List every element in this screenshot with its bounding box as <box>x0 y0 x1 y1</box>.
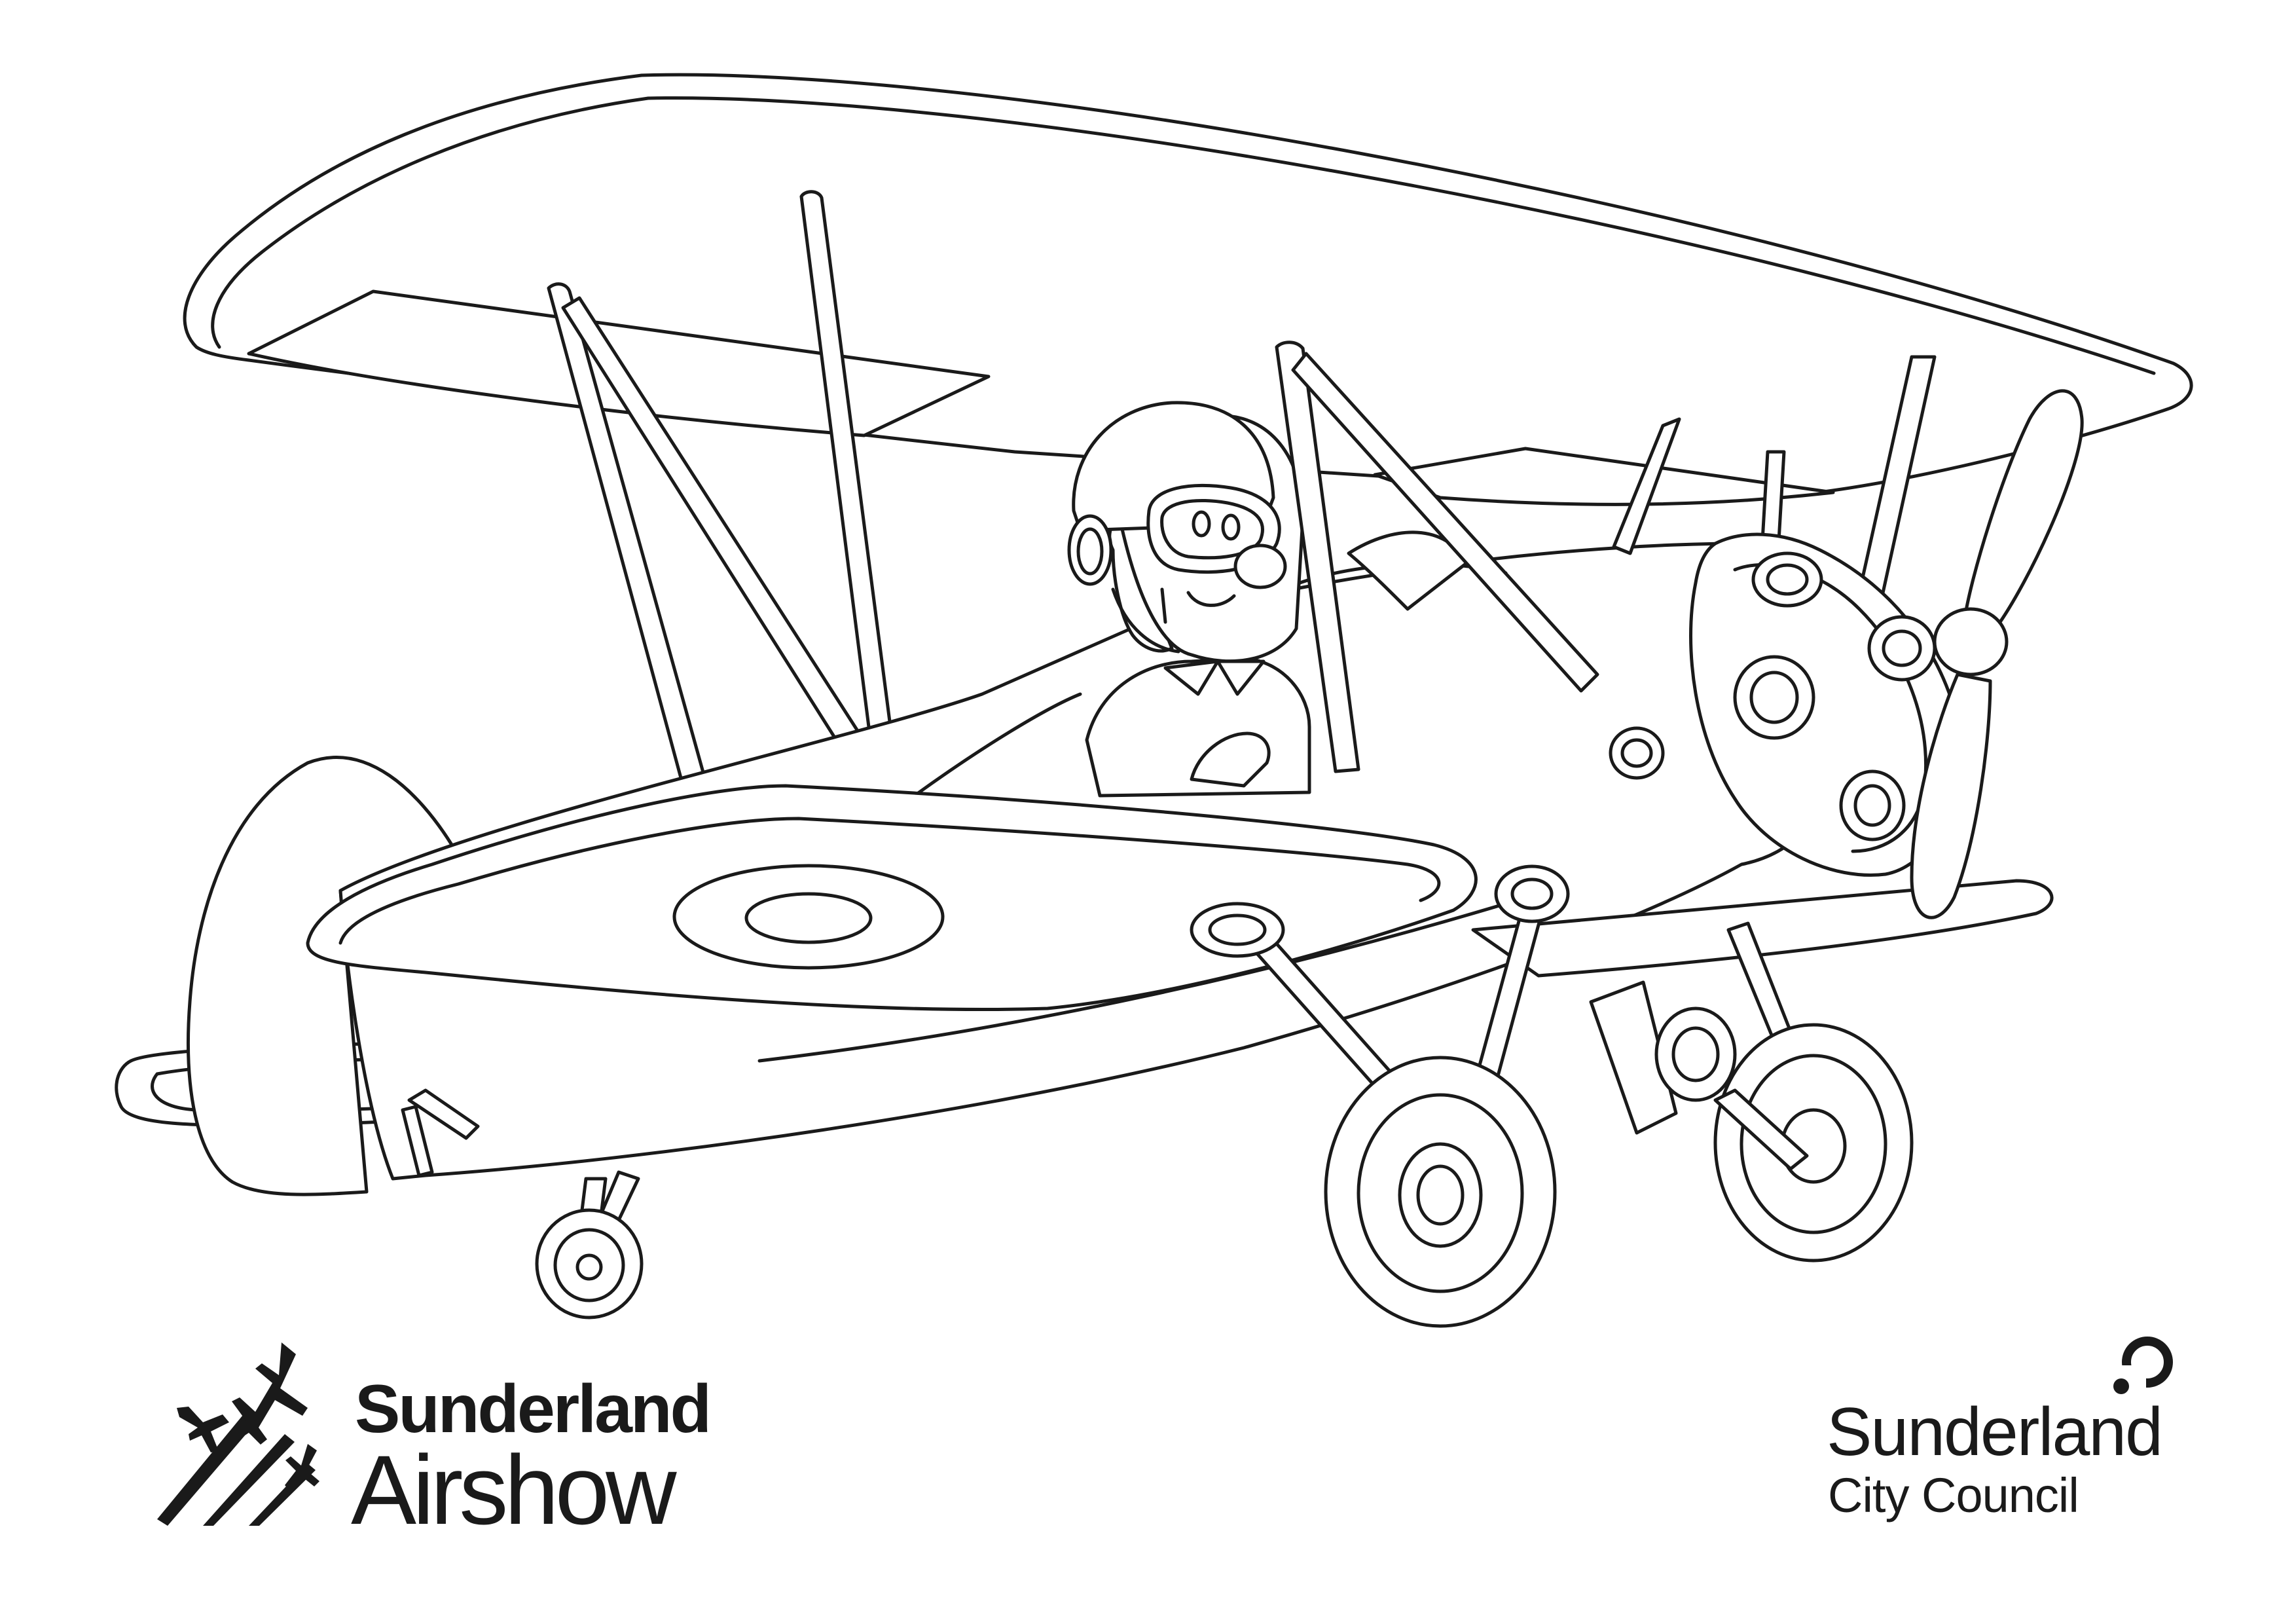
roundel-inner <box>744 892 873 944</box>
propeller <box>1910 389 2084 919</box>
council-logo: Sunderland City Council <box>1827 1333 2219 1529</box>
airshow-logo: Sunderland Airshow <box>151 1336 740 1539</box>
propeller-hub <box>1933 607 2009 676</box>
airshow-logo-line1: Sunderland <box>355 1371 712 1447</box>
council-mark-icon <box>2113 1337 2173 1398</box>
engine-cowling <box>1609 532 1962 877</box>
struts-left <box>547 190 905 828</box>
lower-wing <box>306 784 2054 1177</box>
pilot <box>1067 401 1468 798</box>
propeller-blade-bottom <box>1910 673 1992 919</box>
struts-right <box>1275 341 1937 773</box>
propeller-blade-top <box>1962 389 2084 637</box>
council-logo-line1: Sunderland <box>1827 1394 2163 1470</box>
airshow-logo-line2: Airshow <box>351 1435 676 1545</box>
pilot-nose <box>1233 544 1287 589</box>
landing-gear <box>535 864 1914 1328</box>
council-logo-line2: City Council <box>1828 1468 2079 1522</box>
jets-formation-icon <box>157 1342 319 1526</box>
